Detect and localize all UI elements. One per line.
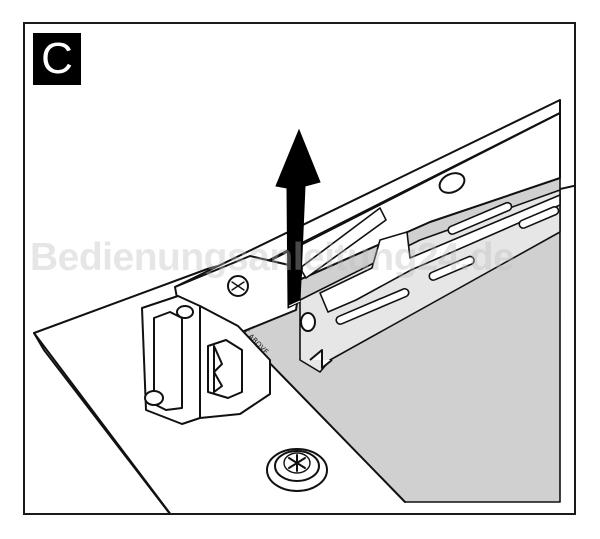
slotted-bracket: RIGHT ABOVE [229, 189, 561, 373]
mounting-rail [174, 99, 561, 315]
mounting-clamp [141, 255, 303, 425]
lift-arrow-icon [275, 128, 321, 309]
step-label-badge: C [33, 33, 81, 85]
screw-icon [266, 448, 328, 492]
